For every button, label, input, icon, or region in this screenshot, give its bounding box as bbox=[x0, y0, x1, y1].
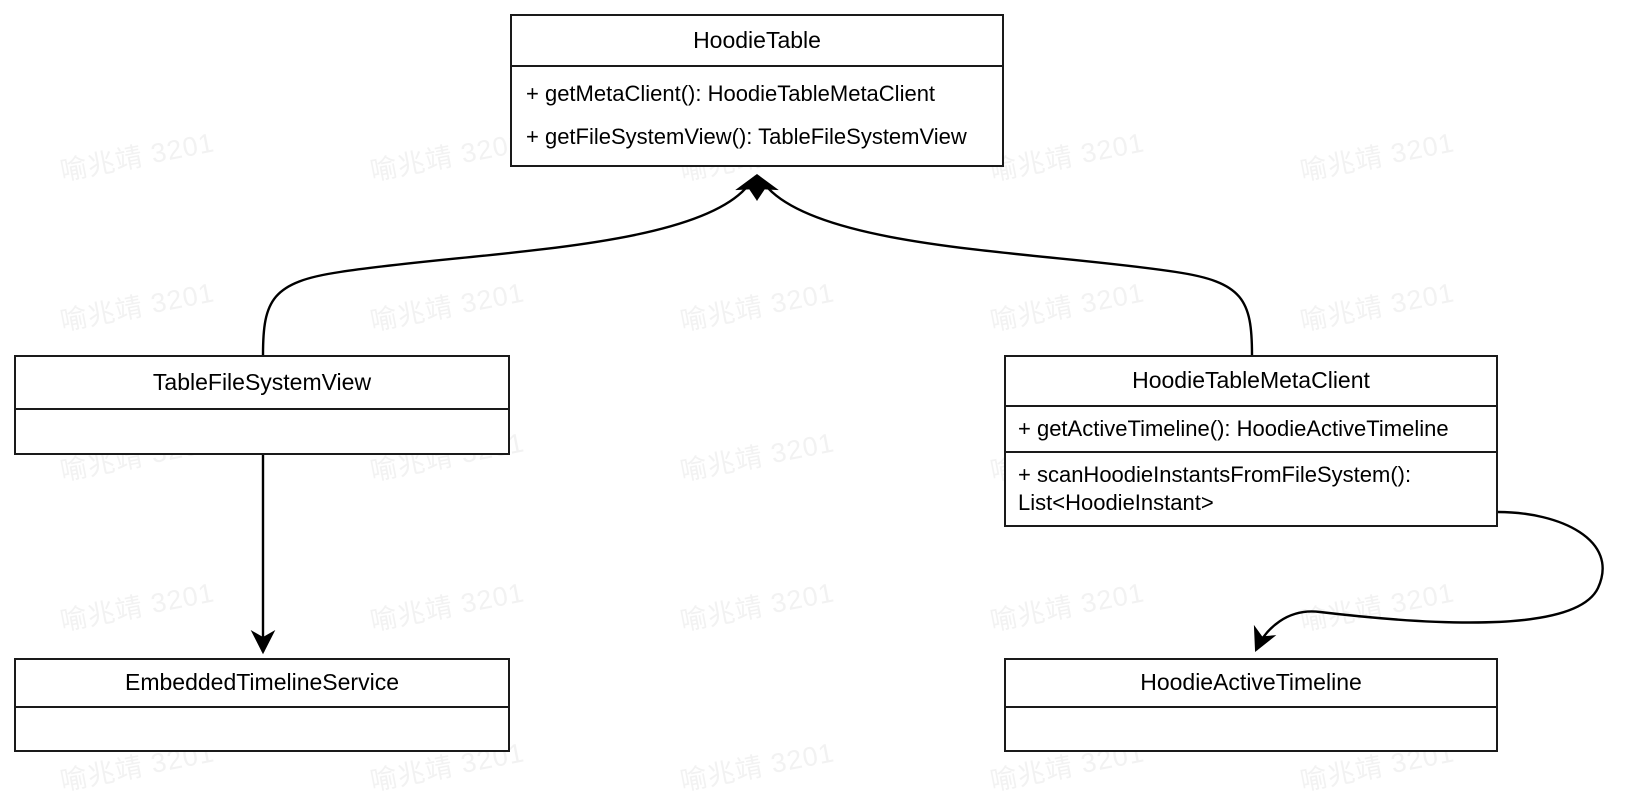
watermark-text: 喻兆靖 3201 bbox=[677, 427, 838, 487]
class-member: + getActiveTimeline(): HoodieActiveTimel… bbox=[1018, 415, 1449, 441]
watermark-text: 喻兆靖 3201 bbox=[367, 577, 528, 637]
watermark-text: 喻兆靖 3201 bbox=[57, 277, 218, 337]
watermark-text: 喻兆靖 3201 bbox=[987, 577, 1148, 637]
class-box-hoodie-active-timeline[interactable]: HoodieActiveTimeline bbox=[1004, 658, 1498, 752]
class-box-table-file-system-view[interactable]: TableFileSystemView bbox=[14, 355, 510, 455]
edge-hoodie-table-meta-client-to-hoodie-active-timeline bbox=[1253, 510, 1604, 653]
watermark-text: 喻兆靖 3201 bbox=[57, 577, 218, 637]
class-members-embedded-timeline-service bbox=[16, 706, 508, 750]
class-members-hoodie-active-timeline bbox=[1006, 706, 1496, 750]
class-members-hoodie-table: + getMetaClient(): HoodieTableMetaClient… bbox=[512, 65, 1002, 165]
class-title-hoodie-table-meta-client: HoodieTableMetaClient bbox=[1132, 367, 1370, 394]
watermark-text: 喻兆靖 3201 bbox=[677, 577, 838, 637]
watermark-text: 喻兆靖 3201 bbox=[987, 277, 1148, 337]
edge-hoodie-table-meta-client-to-hoodie-table bbox=[756, 174, 1254, 356]
watermark-text: 喻兆靖 3201 bbox=[677, 737, 838, 797]
watermark-text: 喻兆靖 3201 bbox=[1297, 277, 1458, 337]
watermark-text: 喻兆靖 3201 bbox=[367, 127, 528, 187]
watermark-text: 喻兆靖 3201 bbox=[57, 127, 218, 187]
class-members-table-file-system-view bbox=[16, 408, 508, 453]
class-box-hoodie-table-meta-client[interactable]: HoodieTableMetaClient + getActiveTimelin… bbox=[1004, 355, 1498, 527]
watermark-text: 喻兆靖 3201 bbox=[1297, 127, 1458, 187]
watermark-text: 喻兆靖 3201 bbox=[677, 277, 838, 337]
class-title-hoodie-active-timeline: HoodieActiveTimeline bbox=[1140, 669, 1362, 696]
class-box-embedded-timeline-service[interactable]: EmbeddedTimelineService bbox=[14, 658, 510, 752]
class-title-embedded-timeline-service: EmbeddedTimelineService bbox=[124, 669, 399, 696]
class-member: + getMetaClient(): HoodieTableMetaClient bbox=[526, 81, 936, 107]
watermark-text: 喻兆靖 3201 bbox=[367, 277, 528, 337]
edge-table-file-system-view-to-hoodie-table bbox=[261, 174, 758, 356]
class-members-hoodie-table-meta-client-1: + getActiveTimeline(): HoodieActiveTimel… bbox=[1006, 405, 1496, 450]
class-title-hoodie-table: HoodieTable bbox=[693, 26, 821, 53]
watermark-text: 喻兆靖 3201 bbox=[1297, 577, 1458, 637]
class-member: + getFileSystemView(): TableFileSystemVi… bbox=[526, 124, 967, 150]
watermark-text: 喻兆靖 3201 bbox=[987, 127, 1148, 187]
class-box-hoodie-table[interactable]: HoodieTable + getMetaClient(): HoodieTab… bbox=[510, 14, 1004, 167]
class-title-table-file-system-view: TableFileSystemView bbox=[152, 368, 372, 395]
class-members-hoodie-table-meta-client-2: + scanHoodieInstantsFromFileSystem(): Li… bbox=[1006, 450, 1496, 525]
class-member: + scanHoodieInstantsFromFileSystem(): Li… bbox=[1018, 461, 1412, 515]
